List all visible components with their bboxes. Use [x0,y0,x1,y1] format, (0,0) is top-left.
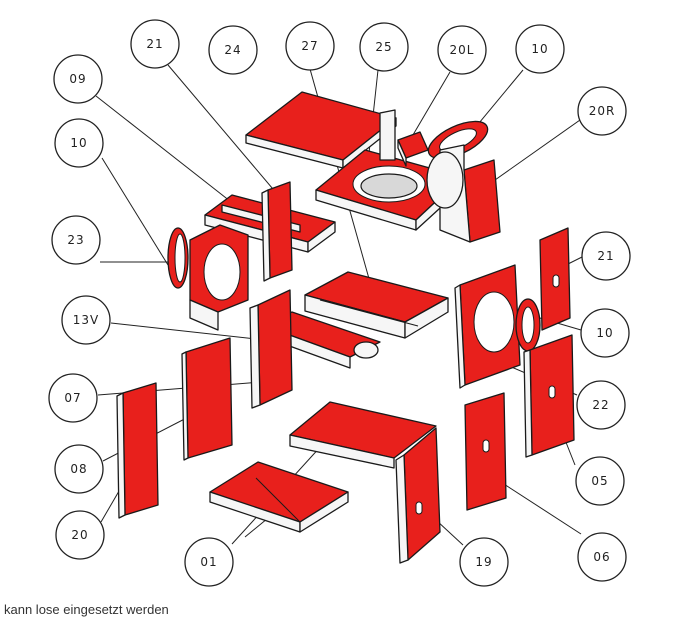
part-21-right-plate [539,227,571,331]
callout-05: 05 [575,456,625,506]
callout-21-right: 21 [581,231,631,281]
callout-07-label: 07 [64,391,81,405]
callout-23-label: 23 [67,233,84,247]
callout-10-right-label: 10 [596,326,613,340]
callout-20L-label: 20L [450,43,475,57]
callout-06-label: 06 [593,550,610,564]
part-01-floor [209,461,349,533]
part-10-right-ring [515,298,541,352]
callout-27: 27 [285,21,335,71]
callout-08: 08 [54,444,104,494]
footnote-text: kann lose eingesetzt werden [4,602,169,617]
callout-13V-label: 13V [73,313,99,327]
callout-10-left-label: 10 [70,136,87,150]
callout-23: 23 [51,215,101,265]
callout-19-label: 19 [475,555,492,569]
callout-22: 22 [576,380,626,430]
part-21-left-plate [261,181,293,282]
part-05-right-plate [523,334,575,458]
callout-25-label: 25 [375,40,392,54]
callout-24-label: 24 [224,43,241,57]
callout-08-label: 08 [70,462,87,476]
callout-09: 09 [53,54,103,104]
callout-19: 19 [459,537,509,587]
callout-21-right-label: 21 [597,249,614,263]
callout-20L: 20L [437,25,487,75]
part-23-left-side-block [167,224,249,331]
part-20-far-left-wall [116,382,159,519]
callout-06: 06 [577,532,627,582]
callout-20: 20 [55,510,105,560]
callout-01: 01 [184,537,234,587]
part-08-left-wall [181,337,233,461]
callout-20R: 20R [577,86,627,136]
callout-13V: 13V [61,295,111,345]
part-22-right-side-block [454,264,521,389]
callout-21-top-label: 21 [146,37,163,51]
part-20R-right-wall [426,144,501,243]
callout-10-right: 10 [580,308,630,358]
callout-25: 25 [359,22,409,72]
part-06-lower-right-plate [464,392,507,511]
part-07-inner-wall [249,289,293,409]
callout-20R-label: 20R [589,104,616,118]
callout-27-label: 27 [301,39,318,53]
callout-01-label: 01 [200,555,217,569]
callout-10-left: 10 [54,118,104,168]
callout-09-label: 09 [69,72,86,86]
part-19-base [289,401,441,564]
callout-20-label: 20 [71,528,88,542]
callout-22-label: 22 [592,398,609,412]
callout-10-top: 10 [515,24,565,74]
callout-10-top-label: 10 [531,42,548,56]
callout-05-label: 05 [591,474,608,488]
callout-07: 07 [48,373,98,423]
part-27-middle-plate [304,271,449,339]
callout-24: 24 [208,25,258,75]
callout-21-top: 21 [130,19,180,69]
